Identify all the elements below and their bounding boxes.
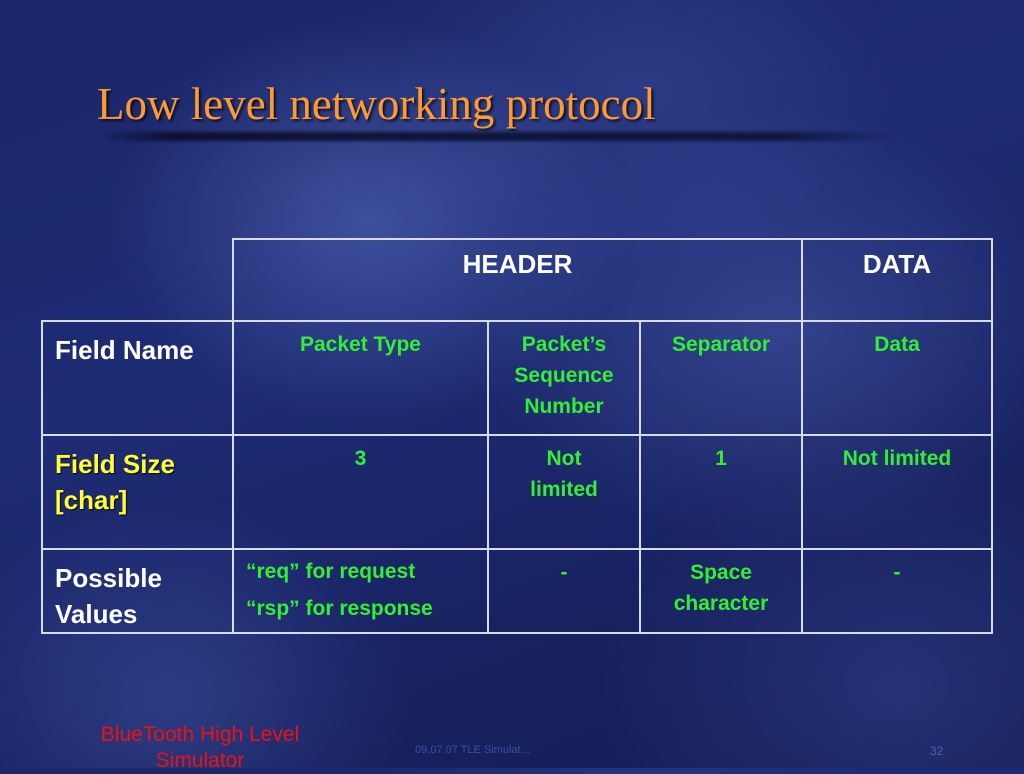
cell-text: Space character	[673, 561, 769, 615]
protocol-table: HEADER DATA Field Name Packet Type Packe…	[41, 238, 993, 634]
cell-text: Not limited	[530, 447, 598, 501]
table-corner-cell	[42, 239, 234, 322]
title-underline	[105, 132, 900, 141]
data-group-cell: DATA	[801, 238, 993, 322]
table-cell: “req” for request “rsp” for response	[232, 548, 489, 634]
table-cell: -	[487, 548, 641, 634]
table-row: HEADER DATA	[42, 238, 993, 322]
value-line: “rsp” for response	[246, 597, 433, 620]
table-cell: Packet Type	[232, 320, 489, 436]
table-cell: Space character	[639, 548, 803, 634]
table-row: Field Size [char] 3 Not limited 1 Not li…	[41, 434, 993, 550]
table-cell: 1	[639, 434, 803, 550]
value-line: “req” for request	[246, 560, 416, 583]
row-label-text: Possible Values	[55, 563, 162, 629]
row-label-text: Field Size [char]	[55, 449, 175, 515]
table-cell: -	[801, 548, 993, 634]
table-row: Possible Values “req” for request “rsp” …	[41, 548, 993, 634]
cell-text: Packet’s Sequence Number	[514, 333, 614, 418]
slide-number: 32	[930, 744, 944, 758]
row-label-possible-values: Possible Values	[41, 548, 234, 634]
table-cell: Not limited	[487, 434, 641, 550]
slide-title: Low level networking protocol	[97, 79, 656, 129]
row-label-field-name: Field Name	[41, 320, 234, 436]
row-label-field-size: Field Size [char]	[41, 434, 234, 550]
footer-presentation-title: BlueTooth High Level Simulator	[100, 723, 300, 772]
table-cell: Packet’s Sequence Number	[487, 320, 641, 436]
table-cell: Not limited	[801, 434, 993, 550]
header-group-cell: HEADER	[232, 238, 803, 322]
table-cell: Separator	[639, 320, 803, 436]
footer-center-text: 09.07.07 TLE Simulat...	[415, 744, 530, 756]
table-row: Field Name Packet Type Packet’s Sequence…	[41, 320, 993, 436]
table-cell: 3	[232, 434, 489, 550]
table-cell: Data	[801, 320, 993, 436]
